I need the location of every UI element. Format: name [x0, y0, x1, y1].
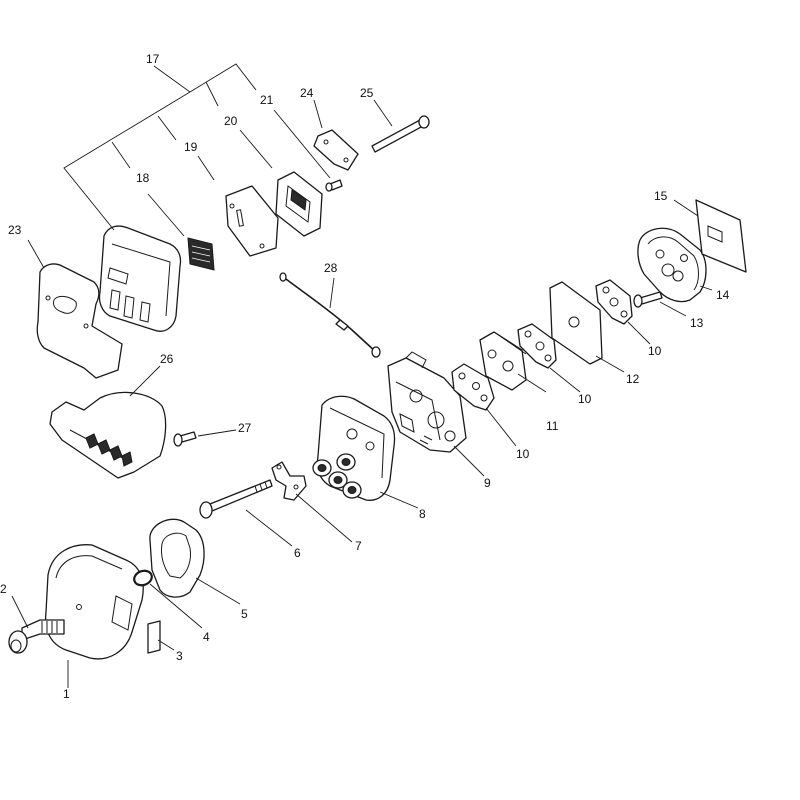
callout-21: 21	[260, 93, 274, 107]
part-small-gasket-plate	[313, 129, 359, 171]
part-muffler-cap	[275, 171, 323, 237]
leader-lines	[11, 63, 713, 688]
callout-25: 25	[360, 86, 374, 100]
part-plate-gasket	[549, 281, 603, 365]
callout-10-middle: 10	[578, 392, 592, 406]
callout-4: 4	[203, 630, 210, 644]
callout-8: 8	[419, 507, 426, 521]
callout-labels: 1 2 3 4 5 6 7 8 9 10 10 10 11 12 13 14 1…	[0, 52, 730, 701]
part-muffler-body	[98, 225, 182, 332]
callout-20: 20	[224, 114, 238, 128]
callout-14: 14	[716, 288, 730, 302]
part-gasket-middle	[517, 323, 557, 369]
part-carburetor	[387, 351, 467, 453]
callout-9: 9	[484, 476, 491, 490]
part-o-ring	[133, 569, 153, 587]
part-gasket-upper	[595, 279, 633, 325]
part-gasket-sheet	[695, 199, 747, 273]
callout-7: 7	[355, 539, 362, 553]
callout-19: 19	[184, 140, 198, 154]
part-bolt-upper	[371, 115, 430, 153]
callout-11: 11	[546, 419, 559, 433]
callout-10-lower: 10	[516, 447, 530, 461]
part-screw	[633, 291, 663, 308]
part-screw-guard	[173, 431, 197, 447]
callout-27: 27	[238, 421, 252, 435]
callout-24: 24	[300, 86, 314, 100]
callout-10-upper: 10	[648, 344, 662, 358]
callout-18: 18	[136, 171, 150, 185]
part-carburetor-adapter-housing	[312, 395, 396, 501]
part-cover-knob-bolt	[8, 619, 65, 654]
callout-3: 3	[176, 649, 183, 663]
part-mesh-screen	[187, 237, 215, 271]
callout-28: 28	[324, 261, 338, 275]
part-insulator-block	[479, 331, 527, 391]
callout-2: 2	[0, 582, 7, 596]
part-gasket-lower	[451, 363, 495, 411]
part-bracket	[271, 461, 307, 501]
part-heat-shield	[36, 263, 123, 379]
part-throttle-cable	[279, 272, 381, 358]
callout-26: 26	[160, 352, 174, 366]
callout-15: 15	[654, 189, 668, 203]
callout-6: 6	[294, 546, 301, 560]
callout-1: 1	[63, 687, 70, 701]
part-air-filter-element	[149, 518, 205, 598]
callout-12: 12	[626, 372, 640, 386]
callout-23: 23	[8, 223, 22, 237]
part-label-sticker	[147, 620, 161, 654]
part-heat-guard	[49, 391, 167, 479]
part-muffler-plate	[225, 185, 279, 257]
part-long-bolt	[199, 479, 273, 519]
part-intake-housing	[637, 227, 707, 303]
part-air-filter-cover	[44, 544, 144, 660]
part-small-screw	[325, 179, 343, 192]
callout-13: 13	[690, 316, 704, 330]
callout-5: 5	[241, 607, 248, 621]
callout-17: 17	[146, 52, 160, 66]
